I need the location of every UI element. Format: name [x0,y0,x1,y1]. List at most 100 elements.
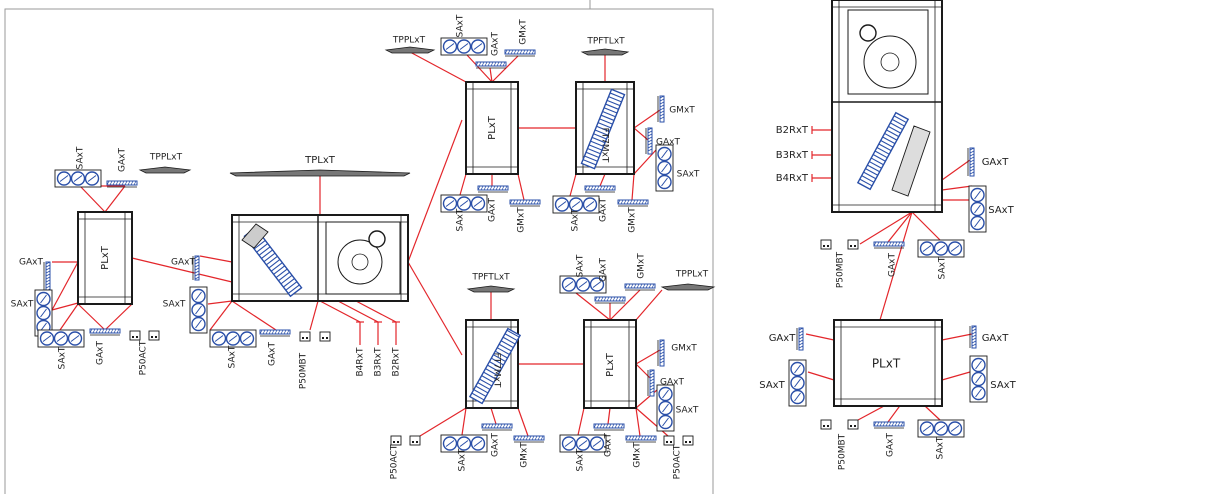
hatch [971,331,977,335]
hatch [649,372,655,376]
b4rxt-label: B4RxT [776,173,809,184]
hatch [894,241,898,247]
sensor-body [409,435,421,446]
plxt-label: PLxT [872,357,901,371]
hatch [894,421,898,427]
hatch [649,390,655,394]
gaxt-label: GAxT [491,433,501,457]
hatch [502,61,506,67]
coil-fin [609,92,624,99]
hatch [45,285,51,289]
connection-line [407,261,463,356]
coil-fin [285,281,298,291]
p50-sensor [409,435,421,446]
hatch [969,165,975,169]
saxt-stroke [459,200,469,207]
connection-line [131,257,233,283]
saxt-stroke [585,201,595,208]
hatch [649,435,653,441]
saxt-below-top [440,194,488,213]
saxt-stroke [794,378,801,388]
p50-sensor [682,435,694,446]
coil-fin [608,96,622,103]
tpplxt-label: TPPLxT [392,36,426,46]
saxt-bottom-br [559,434,607,453]
hatch [525,49,529,55]
sensor-pin [670,441,672,443]
hatch [593,423,597,429]
hatch [274,329,278,335]
sensor-pin [689,441,691,443]
hatch [971,343,977,347]
saxt-label: SAxT [458,448,468,471]
coil-fin [287,284,300,294]
hatch [194,267,200,271]
hatch [599,423,603,429]
hatch [590,185,594,191]
connection-line [635,349,661,365]
coil-fin [876,147,890,155]
hatch [798,342,804,346]
saxt-label: SAxT [456,208,466,231]
hatch [891,241,895,247]
b-port-line [355,300,397,345]
hatch [127,180,131,186]
hatch [130,180,134,186]
connection-line [231,300,277,331]
saxt-stroke [445,440,455,447]
hatch [481,61,485,67]
hatch [629,199,633,205]
saxt-stroke [662,389,669,399]
hatch [969,171,975,175]
gaxt-label: GAxT [982,157,1010,168]
hatch [493,423,497,429]
saxt-stroke [195,305,202,315]
hatch [971,337,977,341]
saxt-stroke [228,335,238,342]
hatch [498,185,502,191]
hatch [478,61,482,67]
gaxt-label: GAxT [488,198,498,222]
hatch [518,199,522,205]
saxt-stroke [794,364,801,374]
hatch [504,49,508,55]
coil-fin [471,392,485,401]
coil-fin [602,110,616,118]
saxt-label: SAxT [576,448,586,471]
hatch [645,283,649,289]
saxt-bottom-tpl [209,329,257,348]
coil-fin [278,271,290,282]
hatch [484,61,488,67]
frames [4,0,714,494]
saxt-stroke [473,200,483,207]
saxt-stroke [459,43,469,50]
connection-line [805,333,835,341]
saxt-stroke [214,335,224,342]
coil-fin [585,151,600,159]
coil-fin [594,129,609,136]
coil-fin [261,249,273,259]
sensor-pin [823,425,825,427]
coil-fin [481,375,495,383]
hatch [587,185,591,191]
hatch [798,336,804,340]
hatch [636,283,640,289]
hatch [283,329,287,335]
hatch [637,435,641,441]
sensor-body [847,239,859,250]
saxt-bottom-left [37,329,85,348]
hatch [133,180,137,186]
connection-line [59,303,79,331]
coil-fin [865,168,879,176]
hatch [879,241,883,247]
saxt-stroke [70,335,80,342]
hatch [608,185,612,191]
hatch [608,423,612,429]
hatch [659,113,665,117]
hatch [888,421,892,427]
hatch [798,345,804,349]
gaxt-label: GAxT [96,341,106,365]
hatch [647,145,653,149]
tpplxt-label: TPPLxT [675,270,709,280]
connection-line [807,371,835,381]
